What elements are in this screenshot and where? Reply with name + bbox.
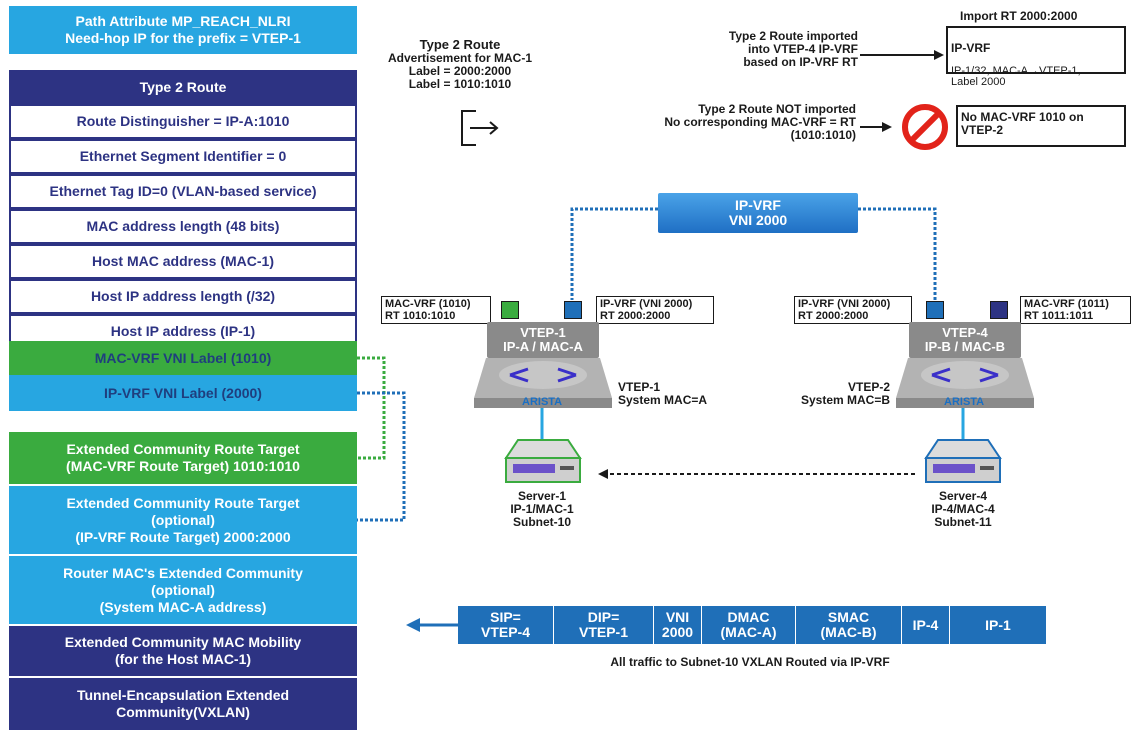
no-macvrf-box: No MAC-VRF 1010 on VTEP-2 — [956, 105, 1126, 147]
vtep4-router-body — [896, 358, 1034, 408]
not-imported-arrow-head — [882, 122, 892, 132]
vtep4-ipvrf-tag: IP-VRF (VNI 2000) RT 2000:2000 — [794, 296, 912, 324]
packet-ip1-cell: IP-1 — [950, 606, 1046, 644]
ipvrf-banner-line1: IP-VRF — [735, 197, 781, 213]
vtep1-router-body — [474, 358, 612, 408]
packet-dip-cell: DIP= VTEP-1 — [554, 606, 654, 644]
not-imported-text: Type 2 Route NOT imported No correspondi… — [664, 102, 856, 142]
server1-label: Server-1 IP-1/MAC-1 Subnet-10 — [510, 489, 574, 529]
macvrf-link-line — [357, 356, 386, 460]
vtep4-system-mac: VTEP-2 System MAC=B — [800, 380, 890, 407]
vtep4-name: VTEP-4 — [942, 325, 988, 340]
vtep1-addr: IP-A / MAC-A — [503, 339, 583, 354]
router-mac-ext-community: Router MAC's Extended Community (optiona… — [9, 556, 357, 624]
ipvrf-import-box-body: IP-1/32, MAC-A→VTEP-1, Label 2000 — [951, 65, 1081, 88]
packet-ip4-cell: IP-4 — [902, 606, 950, 644]
ipvrf-to-vtep4-line — [858, 207, 937, 300]
ipvrf-banner-line2: VNI 2000 — [728, 212, 788, 228]
route-distinguisher-field: Route Distinguisher = IP-A:1010 — [9, 104, 357, 139]
vtep1-macvrf-tag: MAC-VRF (1010) RT 1010:1010 — [381, 296, 491, 324]
ipvrf-import-box-title: IP-VRF — [951, 41, 991, 55]
vtep4-macvrf-tag: MAC-VRF (1011) RT 1011:1011 — [1020, 296, 1131, 324]
ethernet-tag-field: Ethernet Tag ID=0 (VLAN-based service) — [9, 174, 357, 209]
vtep1-name: VTEP-1 — [520, 325, 566, 340]
server4-icon — [924, 439, 1002, 483]
vtep4-brand: ARISTA — [944, 396, 985, 408]
imported-arrow-head — [934, 50, 944, 60]
mac-mobility-ext-community: Extended Community MAC Mobility (for the… — [9, 626, 357, 676]
advert-body: Advertisement for MAC-1 Label = 2000:200… — [387, 51, 533, 91]
vtep1-ipvrf-square — [564, 301, 582, 319]
packet-vni-cell: VNI 2000 — [654, 606, 702, 644]
advert-title: Type 2 Route — [419, 37, 501, 52]
packet-dmac-cell: DMAC (MAC-A) — [702, 606, 796, 644]
vtep1-ipvrf-tag: IP-VRF (VNI 2000) RT 2000:2000 — [596, 296, 714, 324]
ipvrf-import-box: IP-VRF IP-1/32, MAC-A→VTEP-1, Label 2000 — [946, 26, 1126, 88]
imported-text: Type 2 Route imported into VTEP-4 IP-VRF… — [728, 29, 858, 69]
server4-label: Server-4 IP-4/MAC-4 Subnet-11 — [931, 489, 995, 529]
ipvrf-banner: IP-VRF VNI 2000 — [658, 193, 858, 233]
import-rt-header: Import RT 2000:2000 — [960, 9, 1078, 23]
tunnel-encap-ext-community: Tunnel-Encapsulation Extended Community(… — [9, 678, 357, 730]
vtep4-addr: IP-B / MAC-B — [924, 339, 1006, 354]
host-mac-field: Host MAC address (MAC-1) — [9, 244, 357, 279]
packet-smac-cell: SMAC (MAC-B) — [796, 606, 902, 644]
vtep4-macvrf-square — [990, 301, 1008, 319]
ipvrf-link-line — [357, 391, 406, 522]
vtep1-system-mac: VTEP-1 System MAC=A — [618, 380, 708, 407]
packet-arrow-head — [406, 618, 420, 632]
ext-community-ipvrf-rt: Extended Community Route Target (optiona… — [9, 486, 357, 554]
packet-sip-cell: SIP= VTEP-4 — [458, 606, 554, 644]
vtep4-ipvrf-square — [926, 301, 944, 319]
vtep4-router-label: VTEP-4 IP-B / MAC-B — [909, 322, 1021, 358]
no-entry-icon — [902, 104, 948, 150]
vtep1-router-label: VTEP-1 IP-A / MAC-A — [487, 322, 599, 358]
vtep1-macvrf-square — [501, 301, 519, 319]
ipvrf-vni-label: IP-VRF VNI Label (2000) — [9, 375, 357, 411]
server1-icon — [504, 439, 582, 483]
mac-length-field: MAC address length (48 bits) — [9, 209, 357, 244]
export-icon — [461, 110, 499, 146]
ext-community-macvrf-rt: Extended Community Route Target (MAC-VRF… — [9, 432, 357, 484]
macvrf-vni-label: MAC-VRF VNI Label (1010) — [9, 341, 357, 375]
host-ip-length-field: Host IP address length (/32) — [9, 279, 357, 314]
vtep1-brand: ARISTA — [522, 396, 563, 408]
type2-route-header: Type 2 Route — [9, 70, 357, 104]
path-attribute-box: Path Attribute MP_REACH_NLRI Need-hop IP… — [9, 6, 357, 54]
ipvrf-to-vtep1-line — [570, 207, 658, 300]
traffic-arrow-head — [598, 469, 608, 479]
esi-field: Ethernet Segment Identifier = 0 — [9, 139, 357, 174]
packet-caption: All traffic to Subnet-10 VXLAN Routed vi… — [610, 655, 890, 669]
